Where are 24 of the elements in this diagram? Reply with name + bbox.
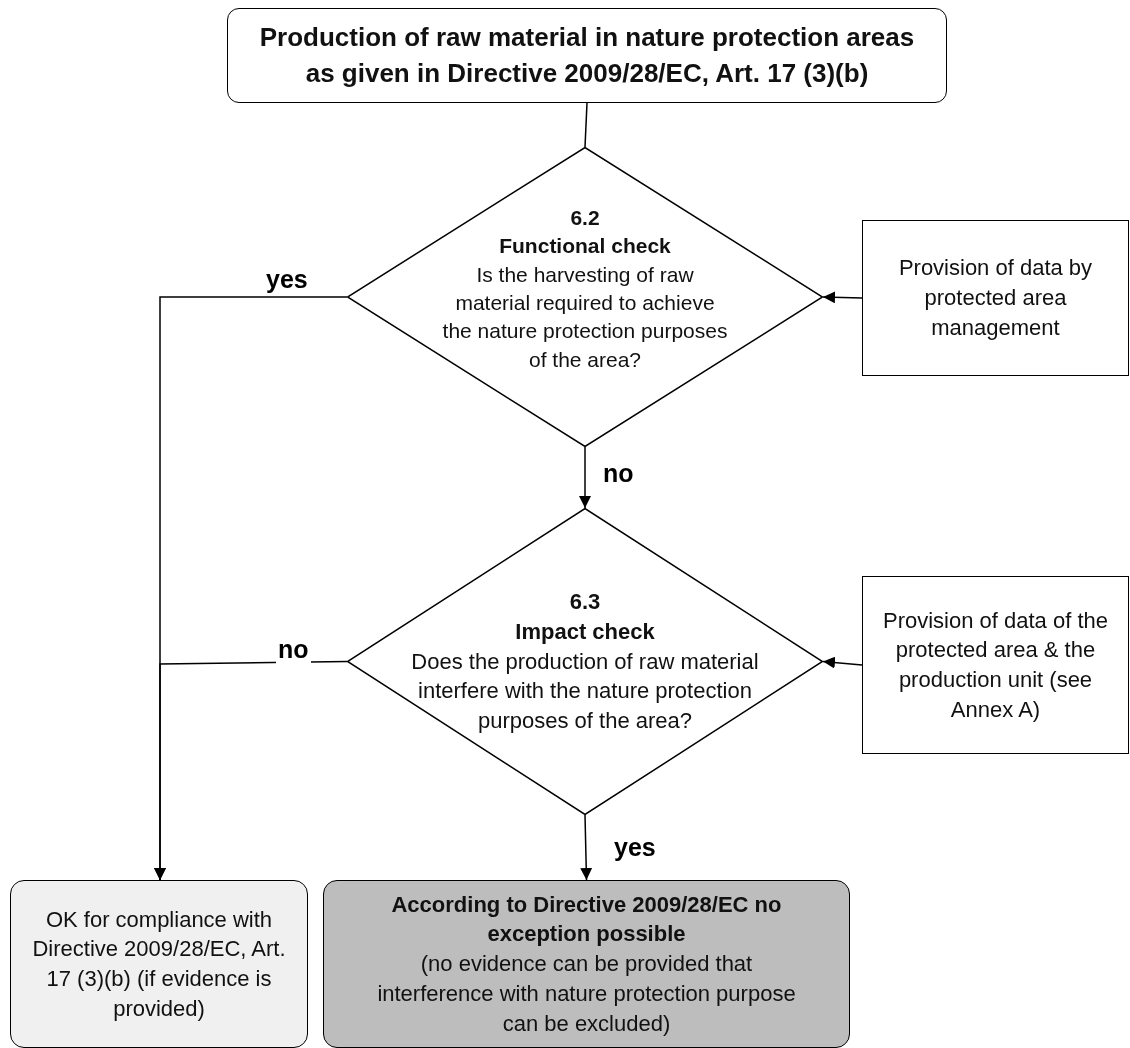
arrow — [154, 660, 348, 881]
arrow — [580, 814, 593, 881]
heading-text: Functional check — [499, 233, 671, 260]
process-box — [862, 220, 1129, 376]
process-box — [323, 880, 850, 1048]
arrow — [822, 656, 863, 669]
process-box — [862, 576, 1129, 754]
heading-text: Production of raw material in nature protection areas as given in Directive 2009/28/EC, Art. 17 (3)(b) — [258, 21, 916, 90]
body-text: Provision of data of the protected area & the production unit (see Annex A) — [882, 606, 1109, 724]
body-text: Does the production of raw material interfere with the nature protection purposes of the area? — [410, 647, 760, 736]
heading-text: Impact check — [515, 617, 655, 646]
step-number: 6.2 — [570, 204, 600, 231]
arrow — [579, 446, 591, 509]
process-box — [10, 880, 308, 1048]
body-text: Is the harvesting of raw material required to achieve the nature protection purposes of the area? — [441, 261, 729, 373]
arrow — [822, 291, 863, 304]
heading-text: According to Directive 2009/28/EC no exception possible — [390, 890, 783, 949]
body-text: OK for compliance with Directive 2009/28/EC, Art. 17 (3)(b) (if evidence is provided) — [31, 905, 287, 1023]
step-number: 6.3 — [569, 588, 601, 617]
decision-diamond — [347, 508, 823, 815]
decision-diamond — [347, 147, 823, 447]
body-text: Provision of data by protected area management — [897, 254, 1094, 342]
body-text: (no evidence can be provided that interference with nature protection purpose can be excluded) — [376, 950, 797, 1038]
process-box — [227, 8, 947, 103]
